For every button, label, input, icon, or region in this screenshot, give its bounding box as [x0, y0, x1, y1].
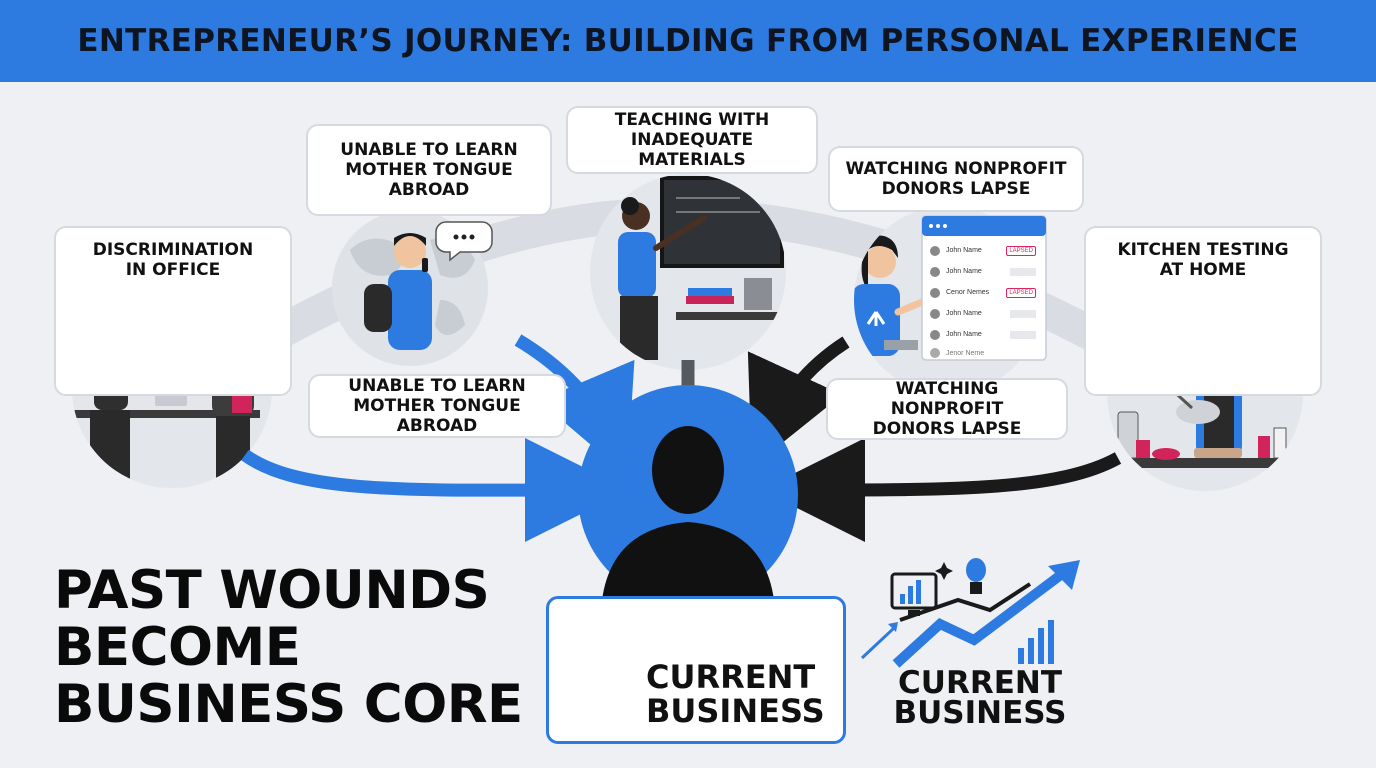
current-business-card [546, 596, 846, 744]
label-office: DISCRIMINATION IN OFFICE [54, 226, 292, 396]
entrepreneur-silhouette [578, 385, 798, 605]
chat-bubble-icon [435, 221, 493, 262]
donor-list-window [921, 215, 1047, 361]
growth-chart-icon [860, 560, 1080, 668]
avatar [930, 266, 940, 277]
label-language: UNABLE TO LEARN MOTHER TONGUE ABROAD [306, 124, 552, 216]
status-placeholder [1010, 309, 1036, 318]
donor-list: John Name LAPSED John Name Cenor Nemes L… [926, 240, 1042, 361]
avatar [930, 308, 940, 319]
donor-row: John Name [926, 303, 1042, 324]
lightbulb-icon [966, 558, 986, 594]
arrow-donors [747, 336, 850, 468]
label-kitchen: KITCHEN TESTING AT HOME [1084, 226, 1322, 396]
monitor-chart-icon [890, 572, 938, 616]
current-business-label: CURRENT BUSINESS [646, 658, 825, 730]
language-scene [332, 210, 493, 366]
avatar [930, 287, 940, 298]
avatar [930, 329, 940, 340]
label-teaching: TEACHING WITH INADEQUATE MATERIALS [566, 106, 818, 174]
donor-row: John Name [926, 261, 1042, 282]
sparkle-icon [935, 562, 953, 580]
avatar [930, 245, 940, 256]
donor-row: John Name [926, 324, 1042, 345]
arrow-kitchen [761, 437, 1122, 542]
donor-row: Cenor Nemes LAPSED [926, 282, 1042, 303]
status-badge: LAPSED [1006, 245, 1036, 256]
current-business-label-secondary: CURRENT BUSINESS [893, 665, 1067, 731]
page-title: ENTREPRENEUR’S JOURNEY: BUILDING FROM PE… [77, 23, 1299, 59]
status-placeholder [1010, 330, 1036, 339]
status-placeholder [1010, 267, 1036, 276]
label-donors: WATCHING NONPROFIT DONORS LAPSE [828, 146, 1084, 212]
title-bar: ENTREPRENEUR’S JOURNEY: BUILDING FROM PE… [0, 0, 1376, 82]
avatar [930, 348, 940, 358]
label-donors-repeat: WATCHING NONPROFIT DONORS LAPSE [826, 378, 1068, 440]
teaching-scene [590, 174, 786, 370]
donor-row: John Name LAPSED [926, 240, 1042, 261]
donor-row: Jenor Neme [926, 345, 1042, 361]
label-language-repeat: UNABLE TO LEARN MOTHER TONGUE ABROAD [308, 374, 566, 438]
status-badge: LAPSED [1006, 287, 1036, 298]
tagline: PAST WOUNDS BECOME BUSINESS CORE [54, 560, 523, 735]
arrow-office [241, 438, 629, 543]
